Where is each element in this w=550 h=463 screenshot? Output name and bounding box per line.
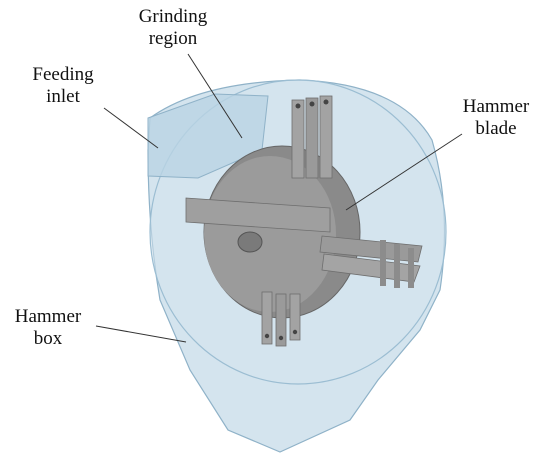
feeding-inlet-line-1: Feeding [32,64,94,85]
left-hammer-blade-bar [185,197,331,233]
hammer-blade-line-2: blade [475,118,517,139]
grinding-region-label: Grinding region [118,6,228,50]
grinding-region-leader [187,53,243,139]
feeding-inlet-leader [103,107,159,149]
feeding-inlet-label: Feeding inlet [18,64,108,108]
hammer-blade-label: Hammer blade [448,96,544,140]
bottom-hammer-blades [261,291,301,347]
hammer-box-leader [95,325,187,343]
hammer-blade-line-1: Hammer [462,96,530,117]
feeding-inlet-line-2: inlet [46,86,80,107]
hammer-blade-leader [345,133,463,211]
top-hammer-blades [291,95,333,179]
rotor-shaft [237,231,263,253]
grinding-region-line-1: Grinding [138,6,208,27]
right-hammer-blades [319,235,423,288]
hammer-box-line-1: Hammer [14,306,82,327]
rotor-disc-face [204,156,336,312]
hammer-box-line-2: box [33,328,63,349]
grinding-region-line-2: region [148,28,198,49]
hammer-box-label: Hammer box [2,306,94,350]
